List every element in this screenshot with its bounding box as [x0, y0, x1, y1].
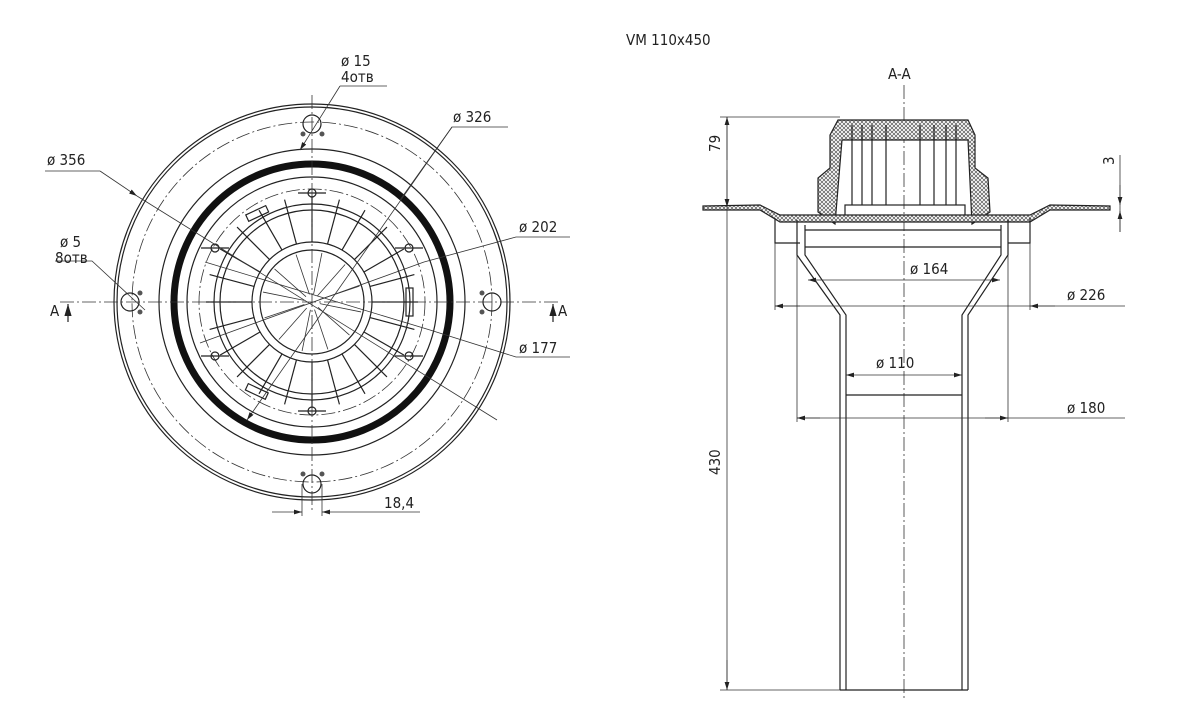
grille-spoke — [363, 331, 405, 356]
grille-spoke — [258, 209, 283, 251]
dim-hole-15-count: 4отв — [341, 68, 374, 86]
hub-rib — [278, 307, 308, 340]
dim-hole-5-count: 8отв — [55, 249, 88, 267]
hub-rib — [295, 254, 310, 295]
bolt-hole — [302, 114, 322, 134]
dim-3: 3 — [1100, 156, 1118, 165]
grille-spoke — [258, 353, 283, 395]
grille-spoke — [283, 359, 298, 405]
grille-spoke — [341, 353, 366, 395]
hub-rib — [313, 252, 323, 295]
grille-spoke — [219, 331, 261, 356]
grille-spoke — [369, 316, 415, 331]
dim-202: ø 202 — [519, 218, 557, 236]
dim-18-4: 18,4 — [384, 494, 414, 512]
hub-rib — [319, 303, 362, 313]
dim-177: ø 177 — [519, 339, 557, 357]
dim-79: 79 — [706, 135, 724, 152]
dim-164: ø 164 — [910, 260, 948, 278]
plan-view: A A ø 15 4отв ø 326 ø 356 ø 202 ø 5 8отв… — [45, 52, 570, 516]
section-label: A-A — [888, 65, 911, 83]
section-mark-left: A — [50, 302, 60, 320]
drawing-title: VM 110x450 — [626, 31, 711, 49]
hub-rib — [316, 264, 346, 297]
funnel-body — [774, 218, 1031, 690]
dim-326: ø 326 — [453, 108, 491, 126]
grille-spoke — [326, 359, 341, 405]
dim-356: ø 356 — [47, 151, 85, 169]
dim-110: ø 110 — [876, 354, 914, 372]
dim-hole-5: ø 5 — [60, 233, 81, 251]
dim-hole-15: ø 15 — [341, 52, 371, 70]
flange — [702, 204, 1111, 223]
dome-cap — [817, 119, 991, 226]
hub-rib — [264, 304, 305, 319]
grille-spoke — [326, 199, 341, 245]
dim-180: ø 180 — [1067, 399, 1105, 417]
hub-rib — [314, 309, 329, 350]
hub-rib — [274, 268, 307, 298]
grille-spoke — [236, 344, 270, 378]
grille-spoke — [236, 226, 270, 260]
dim-430: 430 — [706, 449, 724, 475]
dim-226: ø 226 — [1067, 286, 1105, 304]
grille-spoke — [354, 344, 388, 378]
grille-spoke — [363, 248, 405, 273]
hub-rib — [301, 309, 311, 352]
section-mark-right: A — [558, 302, 568, 320]
hub-rib — [262, 291, 305, 301]
grille-spoke — [209, 273, 255, 288]
grille-spoke — [283, 199, 298, 245]
section-view: A-A 79 430 3 ø 164 — [702, 65, 1125, 700]
grille-spoke — [209, 316, 255, 331]
grille-spoke — [369, 273, 415, 288]
grille-spoke — [341, 209, 366, 251]
